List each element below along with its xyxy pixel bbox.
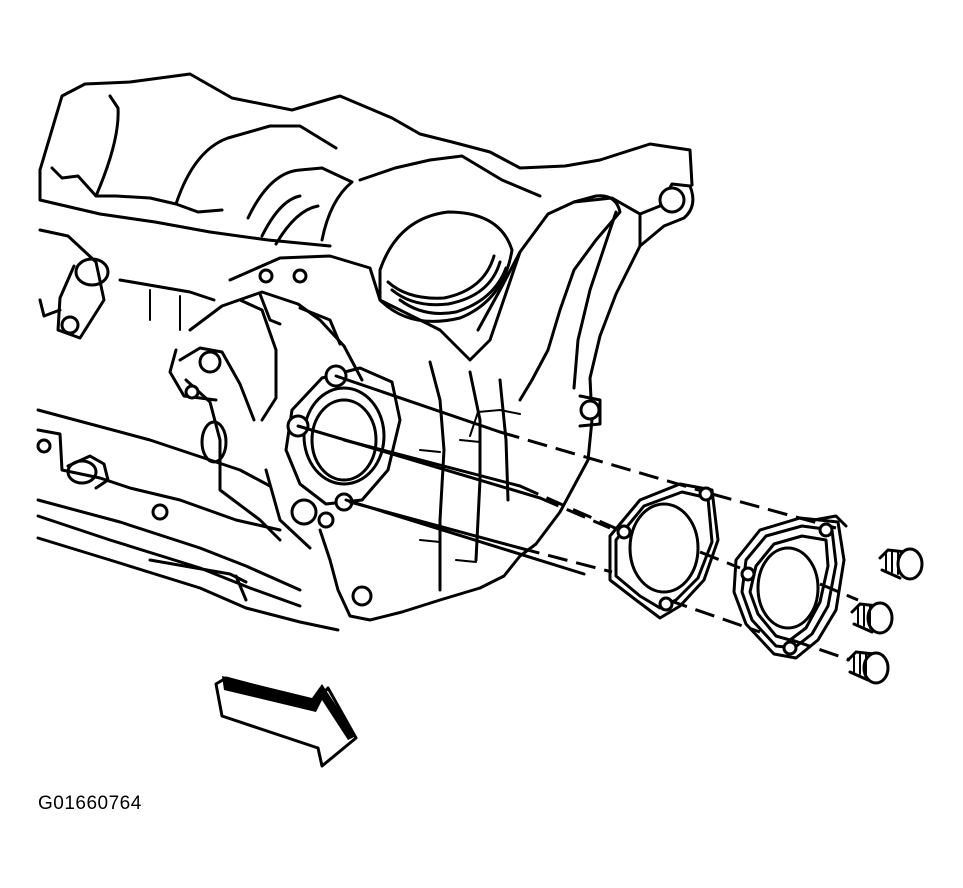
engine-block bbox=[36, 72, 695, 632]
bolt-1 bbox=[878, 547, 924, 581]
gasket bbox=[608, 482, 720, 620]
bolt-3 bbox=[846, 650, 890, 685]
cover bbox=[732, 514, 848, 660]
bolt-2 bbox=[850, 601, 894, 635]
view-direction-arrow-icon bbox=[214, 676, 358, 768]
alignment-lines bbox=[296, 374, 859, 662]
figure-code: G01660764 bbox=[38, 793, 142, 814]
